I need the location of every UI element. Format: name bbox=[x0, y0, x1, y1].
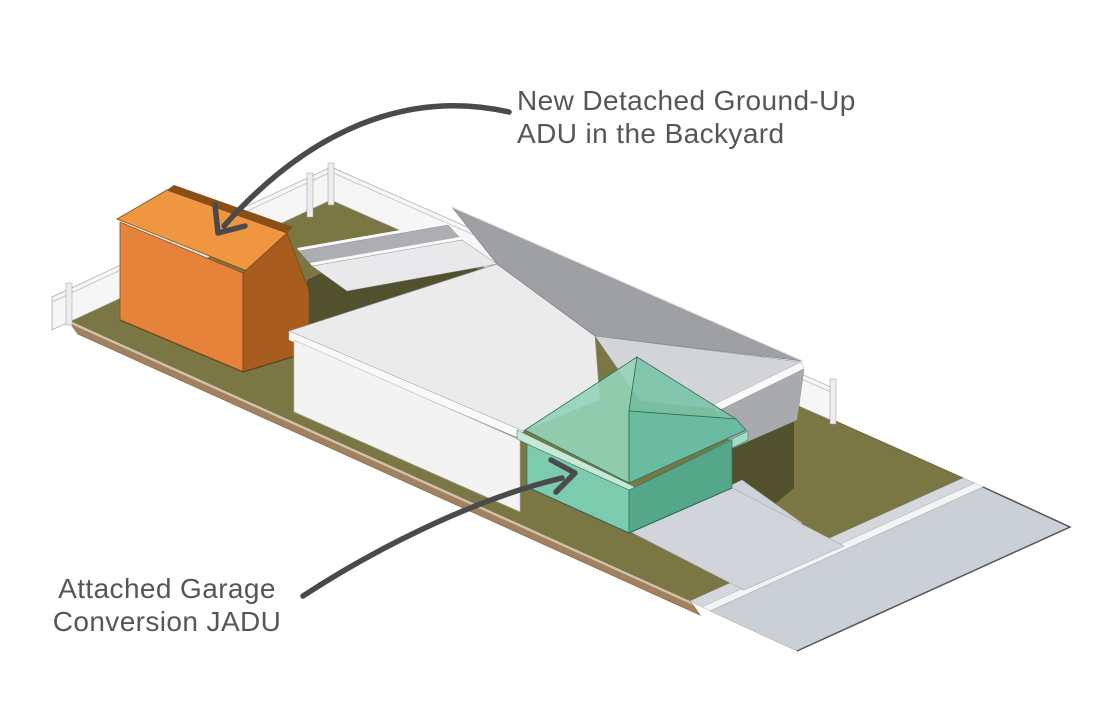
curved-arrow-to-adu-icon bbox=[212, 103, 512, 236]
house-front-wall bbox=[293, 339, 521, 513]
adu-annotation-line1: New Detached Ground-Up bbox=[517, 85, 856, 116]
rear-fence-post bbox=[65, 282, 73, 326]
street-edge-line bbox=[796, 486, 1072, 652]
jadu-base-shadow-line bbox=[526, 486, 733, 534]
adu-roof-ridge-sliver bbox=[167, 185, 293, 233]
adu-annotation-line2: ADU in the Backyard bbox=[517, 118, 785, 149]
side-fence-corner-post bbox=[327, 162, 335, 206]
jadu-roof-right-slope bbox=[628, 410, 747, 484]
house-rear-fascia bbox=[297, 222, 448, 251]
rear-fence-post bbox=[306, 172, 314, 218]
house-back-roof-highlight bbox=[451, 206, 804, 362]
jadu-annotation-line1: Attached Garage bbox=[58, 573, 276, 604]
house-ground-line bbox=[293, 411, 521, 513]
house-rear-roof-gap bbox=[310, 237, 462, 266]
curved-arrow-to-jadu-icon bbox=[300, 457, 578, 599]
jadu-annotation-line2: Conversion JADU bbox=[52, 606, 282, 637]
dirt-edge-highlight bbox=[68, 320, 693, 605]
jadu-annotation: Attached Garage Conversion JADU bbox=[38, 572, 296, 638]
adu-annotation: New Detached Ground-Up ADU in the Backya… bbox=[517, 84, 917, 150]
side-fence-end-post bbox=[829, 378, 837, 425]
adu-base-shadow-line bbox=[119, 319, 310, 373]
